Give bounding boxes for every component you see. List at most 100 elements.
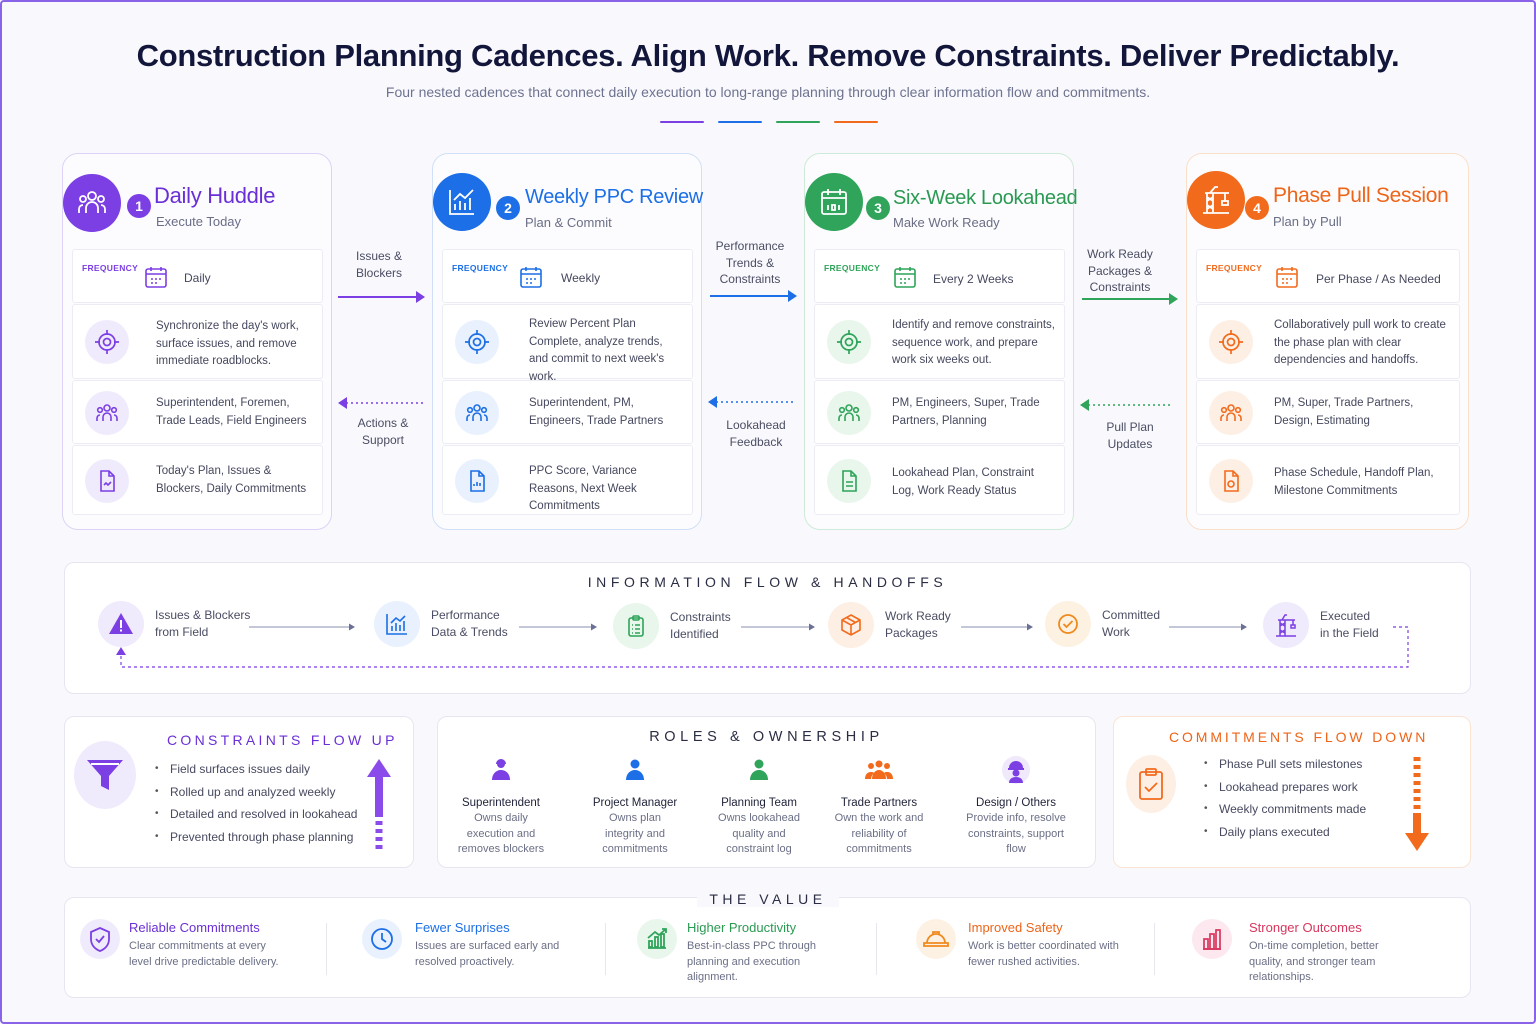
feedback-loop-arrow (116, 626, 1409, 668)
purpose-row: Identify and remove constraints, sequenc… (814, 304, 1065, 379)
stage-title: Weekly PPC Review (525, 186, 703, 208)
stage-subtitle: Plan & Commit (525, 215, 612, 230)
down-arrow (1405, 757, 1429, 851)
clipboard-icon (613, 603, 659, 649)
outputs-text: Today's Plan, Issues & Blockers, Daily C… (156, 465, 307, 495)
participants-row: PM, Super, Trade Partners, Design, Estim… (1196, 380, 1460, 444)
flow-arrow-2 (519, 623, 597, 631)
participants-row: PM, Engineers, Super, Trade Partners, Pl… (814, 380, 1065, 444)
participants-text: PM, Engineers, Super, Trade Partners, Pl… (892, 397, 1040, 427)
commitments-list: Phase Pull sets milestones Lookahead pre… (1204, 753, 1366, 843)
forward-arrow-3 (1082, 293, 1178, 305)
outputs-row: Phase Schedule, Handoff Plan, Milestone … (1196, 445, 1460, 515)
participants-row: Superintendent, Foremen, Trade Leads, Fi… (72, 380, 323, 444)
flow-arrow-5 (1169, 623, 1247, 631)
value-separator (876, 923, 877, 975)
value-separator (1154, 923, 1155, 975)
connector-back-label-3: Pull Plan Updates (1106, 420, 1154, 451)
stage-subtitle: Execute Today (156, 214, 242, 229)
funnel-icon (74, 741, 136, 809)
constraints-flow-up-title: CONSTRAINTS FLOW UP (167, 732, 398, 748)
value-title: Improved Safety (968, 920, 1063, 935)
outputs-row: Lookahead Plan, Constraint Log, Work Rea… (814, 445, 1065, 515)
stage-number: 4 (1245, 196, 1269, 220)
document-icon (827, 459, 871, 503)
list-item: Field surfaces issues daily (155, 758, 357, 781)
value-separator (605, 923, 606, 975)
value-description: Clear commitments at every level drive p… (129, 940, 279, 968)
list-item: Detailed and resolved in lookahead (155, 803, 357, 826)
stage-card-daily-huddle[interactable]: 1 Daily Huddle Execute Today FREQUENCY D… (62, 153, 332, 530)
stage-number: 3 (866, 196, 890, 220)
calendar-icon (145, 267, 167, 288)
flow-item-line1: Constraints (670, 609, 731, 624)
divider-orange (834, 121, 878, 123)
value-separator (326, 923, 327, 975)
target-icon (85, 320, 129, 364)
role-name: Superintendent (461, 797, 540, 809)
role-planning-team: Planning Team Owns lookahead quality and… (696, 753, 822, 858)
purpose-row: Review Percent Plan Complete, analyze tr… (442, 304, 693, 383)
roles-ownership-title: ROLES & OWNERSHIP (649, 729, 884, 745)
participants-text: Superintendent, PM, Engineers, Trade Par… (529, 397, 664, 427)
frequency-row: FREQUENCY Every 2 Weeks (814, 249, 1065, 303)
flow-item-line1: Committed (1102, 607, 1161, 622)
forward-arrow-1 (338, 291, 425, 303)
frequency-value: Weekly (561, 271, 601, 285)
stage-title: Daily Huddle (154, 183, 276, 208)
connector-forward-label-1: Issues & Blockers (355, 249, 403, 280)
participants-text: PM, Super, Trade Partners, Design, Estim… (1274, 397, 1414, 427)
page-subtitle: Four nested cadences that connect daily … (385, 84, 1151, 100)
chart-icon (433, 173, 491, 231)
role-design-others: Design / Others Provide info, resolve co… (953, 753, 1079, 858)
check-circle-icon (1045, 601, 1091, 647)
role-name: Trade Partners (840, 797, 918, 809)
flow-item-line1: Issues & Blockers (155, 607, 251, 622)
flow-item-line2: Packages (885, 626, 938, 640)
role-description: Own the work and reliability of commitme… (834, 812, 924, 855)
information-flow-title: INFORMATION FLOW & HANDOFFS (587, 574, 948, 590)
frequency-row: FREQUENCY Per Phase / As Needed (1196, 249, 1460, 303)
connector-back-label-1: Actions & Support (357, 416, 409, 447)
shield-check-icon (80, 919, 120, 959)
hardhat-person-icon (953, 753, 1079, 787)
role-name: Design / Others (976, 797, 1056, 809)
role-description: Owns lookahead quality and constraint lo… (718, 812, 800, 855)
frequency-row: FREQUENCY Daily (72, 249, 323, 303)
team-icon (85, 391, 129, 435)
person-icon (696, 753, 822, 787)
stage-subtitle: Plan by Pull (1273, 214, 1342, 229)
flow-item-line2: from Field (155, 625, 209, 639)
flow-item-line1: Performance (431, 607, 500, 622)
role-description: Owns plan integrity and commitments (602, 812, 668, 855)
connector-back-label-2: Lookahead Feedback (726, 418, 786, 449)
stage-card-six-week-lookahead[interactable]: 3 Six-Week Lookahead Make Work Ready FRE… (804, 153, 1078, 530)
value-panel (64, 897, 1471, 998)
frequency-value: Daily (184, 271, 211, 285)
frequency-value: Every 2 Weeks (933, 272, 1014, 286)
page-title: Construction Planning Cadences. Align Wo… (136, 38, 1400, 73)
stage-card-phase-pull[interactable]: 4 Phase Pull Session Plan by Pull FREQUE… (1186, 153, 1469, 530)
flow-item-issues: Issues & Blockers from Field (98, 601, 250, 647)
frequency-row: FREQUENCY Weekly (442, 249, 693, 303)
value-title: Stronger Outcomes (1249, 920, 1362, 935)
calendar-icon (520, 267, 542, 288)
value-description: Issues are surfaced early and resolved p… (415, 940, 560, 968)
flow-item-line2: Identified (670, 627, 719, 641)
frequency-label: FREQUENCY (824, 263, 881, 273)
stage-card-weekly-ppc[interactable]: 2 Weekly PPC Review Plan & Commit FREQUE… (432, 153, 703, 530)
divider-purple (660, 121, 704, 123)
building-chart-icon (1192, 919, 1232, 959)
back-arrow-1 (338, 397, 424, 409)
purpose-row: Collaboratively pull work to create the … (1196, 304, 1460, 379)
role-name: Project Manager (592, 797, 678, 809)
connector-forward-label-3: Work Ready Packages & Constraints (1087, 247, 1153, 294)
growth-chart-icon (637, 919, 677, 959)
connector-forward-label-2: Performance Trends & Constraints (715, 239, 785, 286)
outputs-row: PPC Score, Variance Reasons, Next Week C… (442, 445, 693, 515)
frequency-label: FREQUENCY (1206, 263, 1263, 273)
